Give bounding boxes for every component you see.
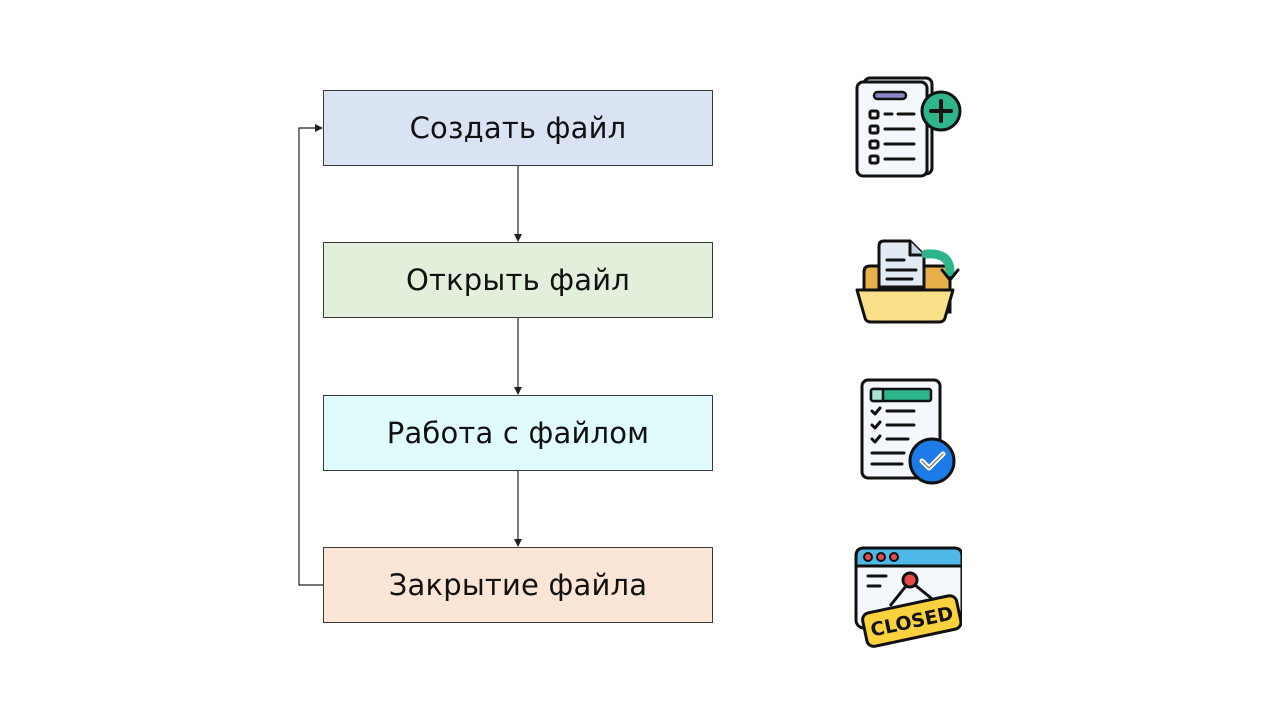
loop-back-arrow — [298, 124, 323, 586]
new-document-icon — [855, 76, 962, 178]
step-label: Закрытие файла — [388, 568, 648, 602]
checklist-icon — [860, 378, 956, 485]
step-create-file: Создать файл — [323, 90, 713, 166]
step-label: Создать файл — [409, 111, 627, 145]
step-label: Работа с файлом — [386, 416, 650, 450]
closed-sign-icon: CLOSED — [854, 546, 962, 648]
open-folder-icon — [855, 239, 960, 324]
step-close-file: Закрытие файла — [323, 547, 713, 623]
step-open-file: Открыть файл — [323, 242, 713, 318]
step-work-with-file: Работа с файлом — [323, 395, 713, 471]
step-label: Открыть файл — [405, 263, 631, 297]
